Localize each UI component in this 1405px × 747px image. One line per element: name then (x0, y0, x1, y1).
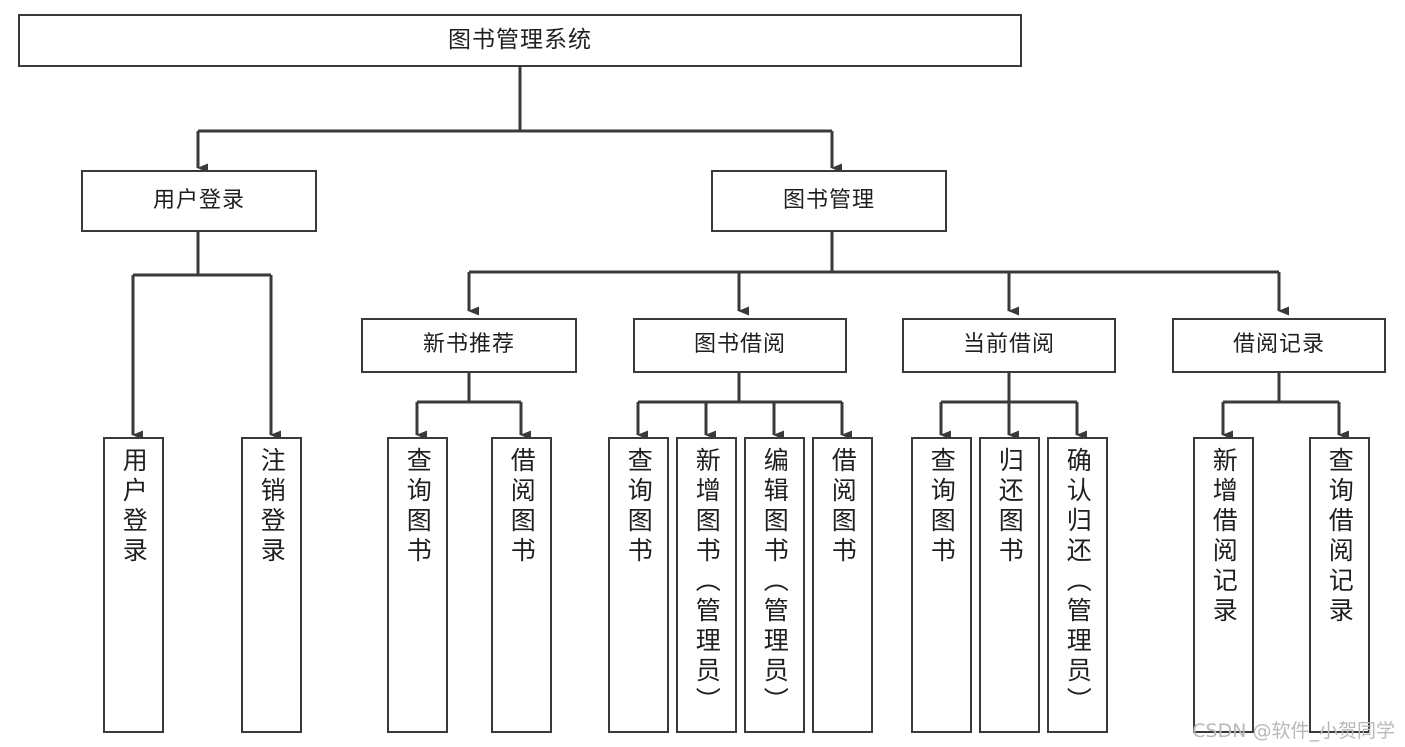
leaf-borrow-book-2[interactable]: 借阅图书 (812, 437, 873, 733)
node-label: 查询图书 (927, 447, 957, 567)
node-label: 编辑图书（管理员） (760, 447, 790, 717)
node-user-login[interactable]: 用户登录 (81, 170, 317, 232)
leaf-query-borrow-record[interactable]: 查询借阅记录 (1309, 437, 1370, 733)
node-label: 图书借阅 (693, 332, 786, 358)
leaf-query-book-3[interactable]: 查询图书 (911, 437, 972, 733)
node-label: 归还图书 (995, 447, 1025, 567)
node-book-borrow[interactable]: 图书借阅 (633, 318, 847, 373)
leaf-borrow-book-1[interactable]: 借阅图书 (491, 437, 552, 733)
node-book-manage[interactable]: 图书管理 (711, 170, 947, 232)
leaf-query-book-2[interactable]: 查询图书 (608, 437, 669, 733)
leaf-add-book-admin[interactable]: 新增图书（管理员） (676, 437, 737, 733)
node-label: 借阅记录 (1232, 332, 1325, 358)
leaf-logout-login[interactable]: 注销登录 (241, 437, 302, 733)
node-current-borrow[interactable]: 当前借阅 (902, 318, 1116, 373)
node-label: 新书推荐 (422, 332, 515, 358)
node-label: 图书管理 (782, 187, 875, 213)
node-label: 注销登录 (257, 447, 287, 567)
csdn-watermark: CSDN @软件_小贺同学 (1192, 720, 1395, 742)
node-label: 当前借阅 (962, 332, 1055, 358)
node-label: 查询借阅记录 (1325, 447, 1355, 627)
node-label: 借阅图书 (507, 447, 537, 567)
node-label: 图书管理系统 (448, 26, 592, 53)
leaf-edit-book-admin[interactable]: 编辑图书（管理员） (744, 437, 805, 733)
node-root-system[interactable]: 图书管理系统 (18, 14, 1022, 67)
node-label: 确认归还（管理员） (1063, 447, 1093, 717)
leaf-user-login[interactable]: 用户登录 (103, 437, 164, 733)
leaf-add-borrow-record[interactable]: 新增借阅记录 (1193, 437, 1254, 733)
node-borrow-record[interactable]: 借阅记录 (1172, 318, 1386, 373)
node-label: 新增图书（管理员） (692, 447, 722, 717)
leaf-return-book[interactable]: 归还图书 (979, 437, 1040, 733)
node-label: 用户登录 (119, 447, 149, 567)
node-label: 借阅图书 (828, 447, 858, 567)
node-label: 查询图书 (403, 447, 433, 567)
leaf-confirm-return-admin[interactable]: 确认归还（管理员） (1047, 437, 1108, 733)
node-new-book-recommend[interactable]: 新书推荐 (361, 318, 577, 373)
node-label: 查询图书 (624, 447, 654, 567)
leaf-query-book-1[interactable]: 查询图书 (387, 437, 448, 733)
node-label: 新增借阅记录 (1209, 447, 1239, 627)
node-label: 用户登录 (152, 187, 245, 213)
